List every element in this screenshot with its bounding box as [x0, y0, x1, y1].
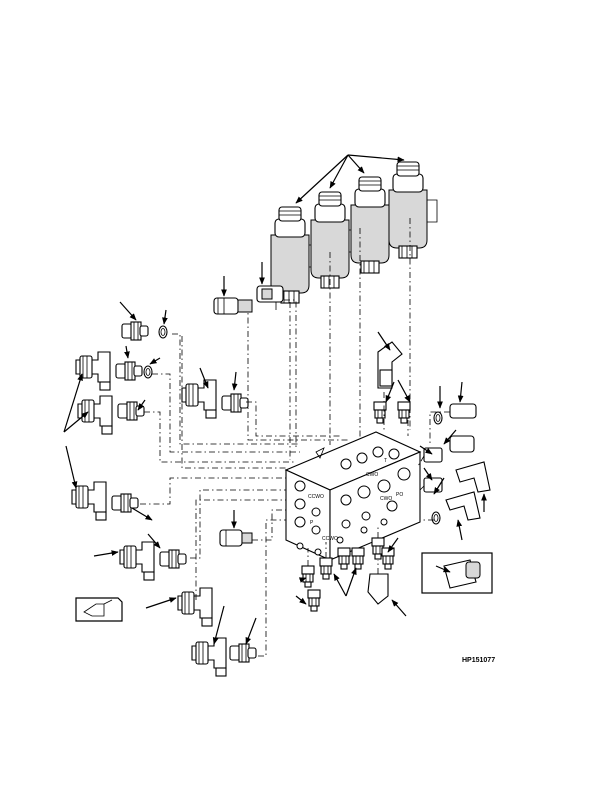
detail-view-icon: [421, 552, 493, 594]
elbow-fitting-icon: [71, 351, 227, 677]
callout-arrow-icon: [221, 262, 265, 297]
callout-arrow-icon: [377, 331, 487, 541]
port-label-cwo-2: CWO: [380, 496, 392, 502]
port-label-po: PO: [396, 492, 403, 498]
port-label-p: P: [310, 520, 314, 526]
coil-leader-lines: [289, 218, 411, 460]
reference-symbol-icon: [75, 597, 123, 622]
callout-arrow-icon: [295, 537, 407, 617]
port-label-ccwo-2: CCWO: [322, 536, 338, 542]
elbow-fitting-icon: [367, 341, 491, 605]
cartridge-valve-icon: [213, 285, 284, 315]
fitting-leader-lines: [140, 299, 350, 657]
port-label-ccwo: CCWO: [308, 494, 324, 500]
figure-id-label: HP151077: [462, 657, 496, 664]
manifold-block-icon: T CWO CCWO P PO CWO CCWO: [284, 431, 422, 561]
fitting-leader-lines: [307, 526, 379, 574]
callout-arrow-icon: [63, 301, 257, 645]
port-label-t: T: [384, 458, 387, 464]
fitting-leader-lines: [383, 392, 450, 521]
port-label-cwo: CWO: [366, 472, 378, 478]
callout-arrow-icon: [295, 154, 405, 204]
solenoid-coil-icon: [270, 161, 438, 304]
cartridge-valve-icon: [219, 510, 253, 547]
